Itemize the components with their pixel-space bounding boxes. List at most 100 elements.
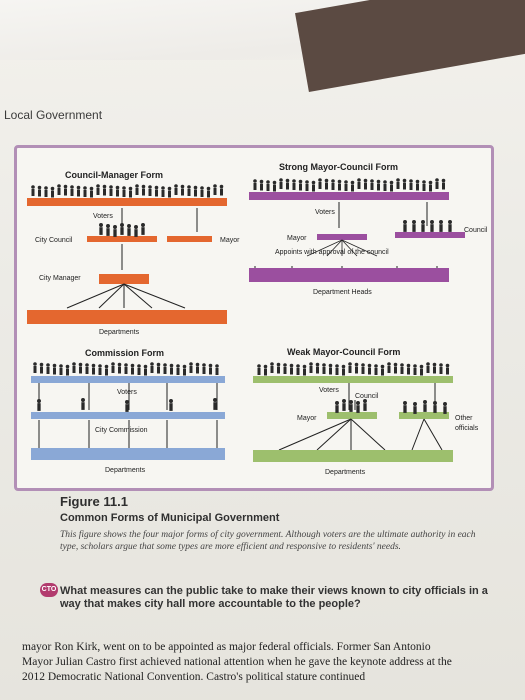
person-body [283,367,287,374]
person-icon [354,362,359,367]
person-icon [63,184,68,189]
person-icon [302,364,307,369]
person-icon [263,364,268,369]
person-body [137,368,141,375]
commission-panel: Commission Form Voters City Commission [31,348,225,474]
person-body [33,366,37,373]
person-body [202,367,206,374]
person-icon [39,362,44,367]
person-icon [412,220,416,224]
person-icon [59,364,63,368]
city-council-bar [87,236,157,242]
person-icon [413,364,417,368]
person-icon [298,179,303,184]
running-header: Local Government [4,108,103,122]
person-icon [182,364,187,369]
person-body [213,188,217,195]
person-icon [309,362,313,366]
person-icon [167,186,172,191]
person-icon [363,399,367,403]
other-officials-figures [403,400,447,414]
person-icon [180,184,185,189]
person-icon [57,184,61,188]
person-body [66,368,69,376]
person-icon [266,180,270,184]
council-figures [403,220,452,232]
person-icon [125,400,129,404]
strong-mayor-voters-label: Voters [315,209,335,216]
person-icon [403,401,407,405]
council-manager-title: Council-Manager Form [65,170,163,180]
person-icon [335,401,339,405]
person-icon [161,186,165,190]
person-body [141,227,145,235]
person-body [92,367,95,375]
person-icon [111,362,115,366]
person-icon [219,184,224,189]
person-icon [208,363,213,368]
person-body [81,402,85,410]
person-body [381,368,384,376]
city-council-figures [99,223,145,237]
person-icon [122,186,126,190]
body-text: mayor Ron Kirk, went on to be appointed … [22,640,502,685]
person-icon [400,363,404,367]
person-icon [374,364,378,368]
person-icon [296,364,300,368]
page-corner [295,0,525,92]
person-icon [91,363,96,368]
person-body [105,368,108,376]
person-body [31,189,35,196]
person-body [207,190,210,198]
person-body [349,404,353,412]
person-body [403,405,407,413]
person-icon [115,185,120,190]
mayor-bar [167,236,212,242]
person-icon [213,184,217,188]
person-icon [341,364,346,369]
person-body [374,368,378,375]
person-icon [292,179,296,183]
person-body [40,366,43,374]
person-body [174,188,178,195]
other-officials-label-2: officials [455,425,479,432]
person-icon [174,184,178,188]
person-icon [389,180,394,185]
person-icon [124,363,128,367]
person-body [433,405,437,413]
department-lines-wm [278,418,443,451]
person-icon [350,180,355,185]
other-officials-bar [399,412,449,419]
other-officials-label: Other [455,415,473,422]
person-body [187,189,191,196]
person-icon [445,363,450,368]
commission-figures [37,398,217,412]
city-commission-bar [31,412,225,419]
weak-mayor-council-label: Council [355,393,379,400]
body-line: Mayor Julian Castro first achieved natio… [22,656,452,668]
person-body [446,367,449,375]
person-body [170,367,173,375]
person-icon [367,363,372,368]
person-icon [143,364,148,369]
person-icon [276,362,281,367]
person-body [429,184,432,192]
person-icon [357,178,361,182]
person-body [148,189,152,196]
person-body [213,402,217,410]
person-icon [439,220,443,224]
person-body [412,224,416,232]
person-body [264,368,267,376]
person-icon [433,401,437,405]
person-body [220,188,223,196]
person-body [77,189,80,197]
person-icon [81,398,85,402]
person-body [96,188,100,195]
person-icon [331,179,335,183]
person-body [413,368,417,375]
person-body [113,229,117,237]
person-body [390,184,393,192]
person-icon [439,363,443,367]
person-icon [370,179,374,183]
person-body [416,183,419,191]
